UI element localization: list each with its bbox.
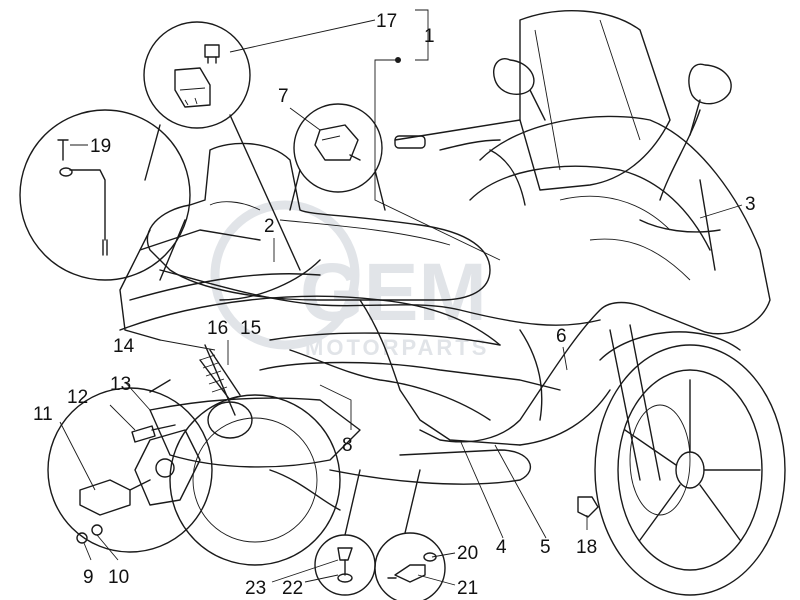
callout-23: 23 [245, 578, 266, 599]
watermark-brand: GEM [300, 247, 487, 338]
callout-10: 10 [108, 567, 129, 588]
ground-strap-icon [57, 139, 108, 256]
callout-3: 3 [745, 194, 756, 215]
callout-22: 22 [282, 578, 303, 599]
callout-2: 2 [264, 216, 275, 237]
callout-21: 21 [457, 578, 478, 599]
right-mirror [688, 63, 732, 105]
callout-9: 9 [83, 567, 94, 588]
callout-15: 15 [240, 318, 261, 339]
clip-icon [577, 496, 599, 518]
leader-lines [59, 9, 743, 586]
callout-20: 20 [457, 543, 478, 564]
detail-fuse [143, 21, 301, 271]
fuse-icon [174, 44, 220, 108]
bolt-icon [131, 424, 176, 443]
seat [146, 142, 491, 301]
detail-relay [289, 103, 386, 211]
callout-11: 11 [33, 404, 53, 425]
washer-icon [76, 524, 103, 544]
callout-1: 1 [424, 26, 435, 47]
watermark-tagline: MOTORPARTS [305, 335, 489, 360]
detail-ground-terminal-a [314, 469, 376, 596]
relay-icon [314, 124, 361, 161]
callout-5: 5 [540, 537, 551, 558]
callout-6: 6 [556, 326, 567, 347]
callout-19: 19 [90, 136, 111, 157]
callout-17: 17 [376, 11, 397, 32]
callout-18: 18 [576, 537, 597, 558]
swingarm [149, 397, 361, 468]
detail-ground-terminal-b [374, 469, 446, 600]
detail-ground-strap [19, 109, 191, 281]
scooter-outline [119, 9, 786, 596]
callout-labels: 17 1 7 19 3 2 16 15 6 14 13 12 11 8 4 5 … [33, 11, 756, 599]
callout-7: 7 [278, 86, 289, 107]
rear-wheel [169, 394, 341, 566]
watermark: GEM MOTORPARTS [210, 200, 489, 360]
callout-12: 12 [67, 387, 88, 408]
callout-14: 14 [113, 336, 135, 357]
callout-8: 8 [342, 435, 353, 456]
callout-4: 4 [496, 537, 507, 558]
callout-16: 16 [207, 318, 228, 339]
left-mirror [493, 58, 535, 96]
callout-13: 13 [110, 374, 131, 395]
